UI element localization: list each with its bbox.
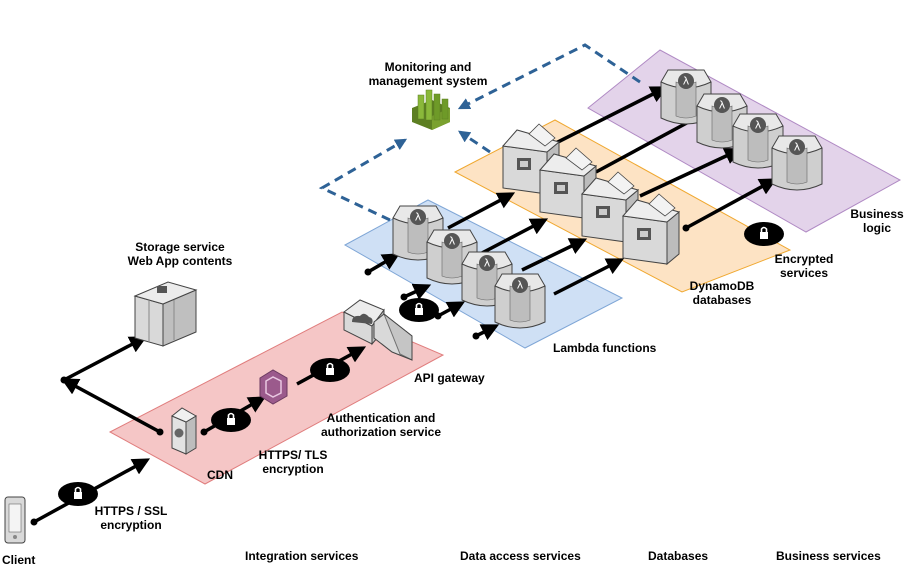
footer-integration: Integration services xyxy=(245,549,359,563)
lock-icon xyxy=(57,481,99,507)
monitoring-icon xyxy=(412,89,450,130)
monitoring-loop xyxy=(318,43,641,222)
storage-icon xyxy=(133,281,198,347)
client-label: Client xyxy=(2,553,36,567)
lambda-icon xyxy=(494,273,546,329)
lambda-icon xyxy=(771,135,823,191)
footer-business: Business services xyxy=(776,549,881,563)
phone-icon xyxy=(4,496,26,544)
cognito-icon xyxy=(259,369,288,405)
api-gateway-icon xyxy=(343,299,413,361)
lock-icon xyxy=(743,221,785,247)
lock-icon xyxy=(210,407,252,433)
cdn-label: CDN xyxy=(207,468,233,482)
lambda-label: Lambda functions xyxy=(553,341,657,355)
footer-data-access: Data access services xyxy=(460,549,581,563)
lock-icon xyxy=(309,357,351,383)
cdn-server-icon xyxy=(171,407,197,455)
lock-icon xyxy=(398,297,440,323)
footer-databases: Databases xyxy=(648,549,709,563)
api-gateway-label: API gateway xyxy=(414,371,485,385)
